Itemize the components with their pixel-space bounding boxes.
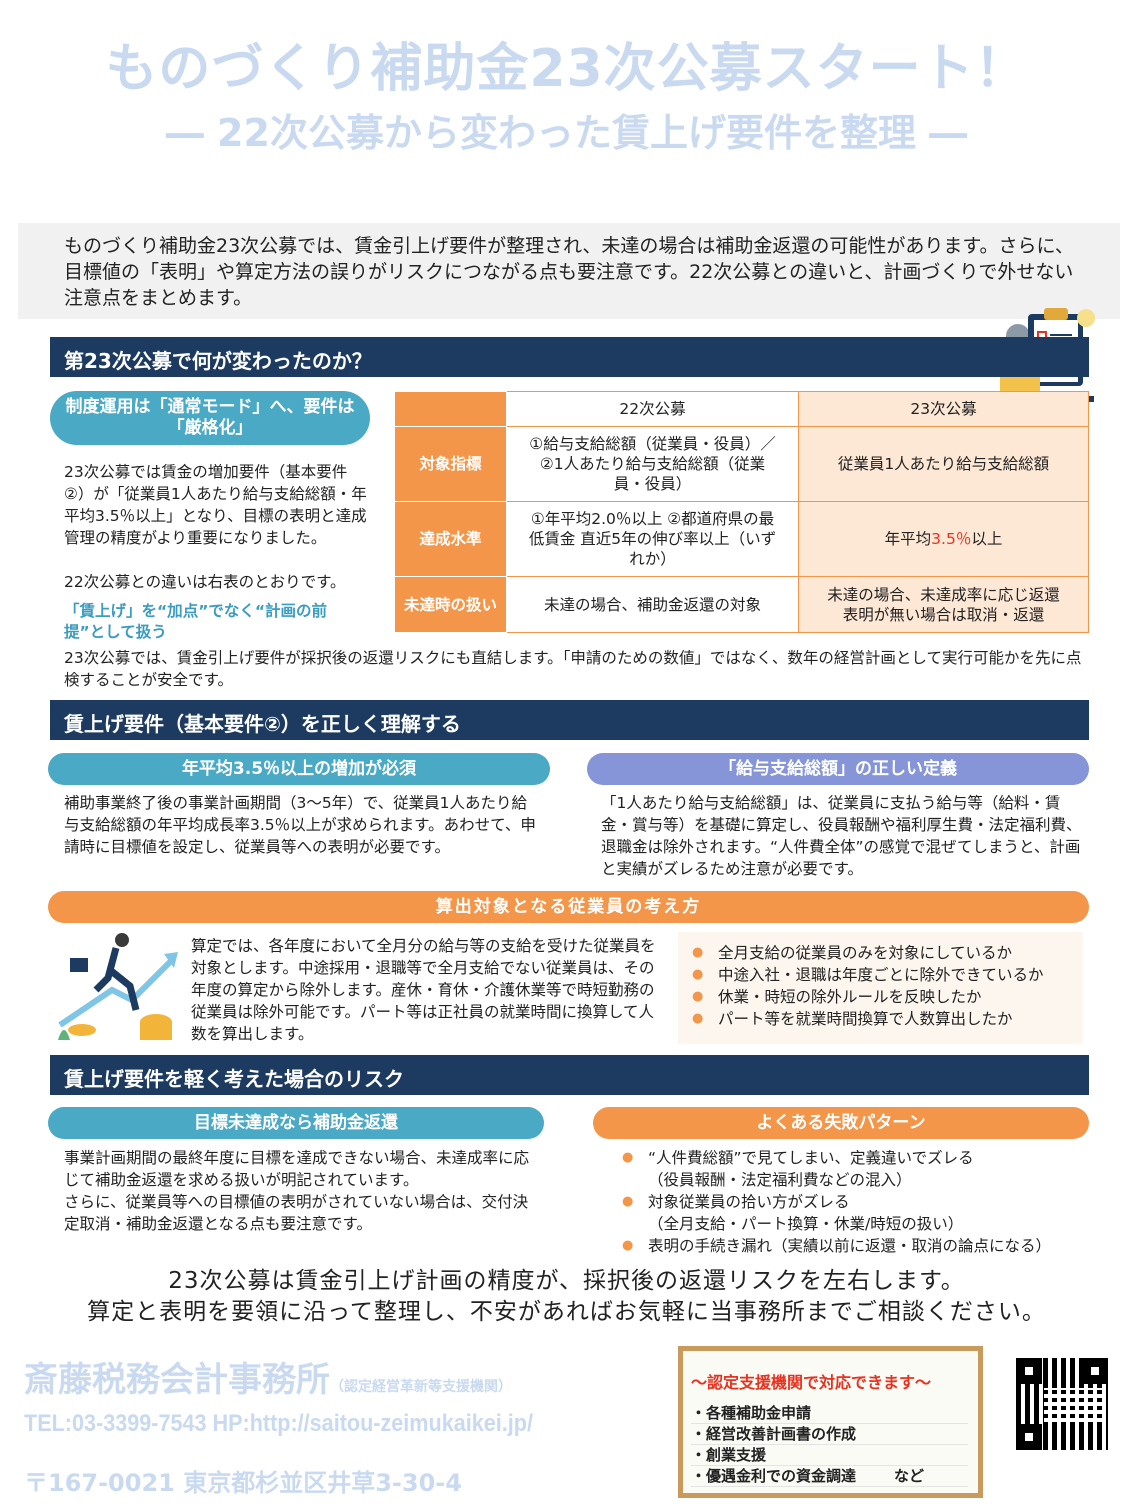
- list-item-sub: （役員報酬・法定福利費などの混入）: [648, 1171, 912, 1189]
- failure-list: “人件費総額”で見てしまい、定義違いでズレる （役員報酬・法定福利費などの混入）…: [622, 1147, 1082, 1257]
- employees-body: 算定では、各年度において全月分の給与等の支給を受けた従業員を対象とします。中途採…: [191, 937, 656, 1043]
- section-heading-wage: 賃上げ要件（基本要件②）を正しく理解する: [50, 700, 1089, 740]
- page-subtitle: ― 22次公募から変わった賃上げ要件を整理 ―: [165, 111, 968, 155]
- section-heading-risk: 賃上げ要件を軽く考えた場合のリスク: [50, 1055, 1089, 1095]
- col-23: 23次公募: [798, 391, 1089, 427]
- section1-body: 23次公募では賃金の増加要件（基本要件②）が「従業員1人あたり給与支給総額・年平…: [64, 463, 367, 547]
- refund-body2: さらに、従業員等への目標値の表明がされていない場合は、交付決定取消・補助金返還と…: [64, 1193, 529, 1233]
- note-item: ・創業支援: [691, 1445, 968, 1466]
- note-item: ・優遇金利での資金調達など: [691, 1466, 968, 1487]
- pill-failures: よくある失敗パターン: [593, 1107, 1089, 1139]
- support-note: ～認定支援機関で対応できます～ ・各種補助金申請 ・経営改善計画書の作成 ・創業…: [678, 1346, 983, 1498]
- section1-highlight: 「賃上げ」を“加点”でなく“計画の前提”として扱う: [64, 602, 328, 641]
- note-heading: ～認定支援機関で対応できます～: [691, 1373, 932, 1392]
- note-item: ・各種補助金申請: [691, 1403, 968, 1424]
- list-item: 中途入社・退職は年度ごとに除外できているか: [692, 964, 1083, 986]
- employee-checklist: 全月支給の従業員のみを対象にしているか 中途入社・退職は年度ごとに除外できている…: [678, 932, 1083, 1044]
- pill-definition: 「給与支給総額」の正しい定義: [587, 753, 1089, 785]
- pill-growth: 年平均3.5％以上の増加が必須: [48, 753, 550, 785]
- qr-code-icon[interactable]: [1016, 1358, 1108, 1450]
- note-item: ・経営改善計画書の作成: [691, 1424, 968, 1445]
- pill-refund: 目標未達成なら補助金返還: [48, 1107, 544, 1139]
- col-22: 22次公募: [506, 391, 799, 427]
- office-address: 〒167-0021 東京都杉並区井草3-30-4: [24, 1469, 462, 1497]
- section1-footer: 23次公募では、賃金引上げ要件が採択後の返還リスクにも直結します。「申請のための…: [64, 649, 1082, 689]
- closing-message: 23次公募は賃金引上げ計画の精度が、採択後の返還リスクを左右します。 算定と表明…: [87, 1268, 1046, 1325]
- intro-text: ものづくり補助金23次公募では、賃金引上げ要件が整理され、未達の場合は補助金返還…: [18, 223, 1120, 319]
- list-item: 対象従業員の拾い方がズレる: [622, 1191, 1082, 1213]
- list-item-sub: （全月支給・パート換算・休業/時短の扱い）: [648, 1215, 964, 1233]
- refund-body: 事業計画期間の最終年度に目標を達成できない場合、未達成率に応じて補助金返還を求め…: [64, 1149, 530, 1189]
- businessman-growth-icon: [52, 930, 182, 1045]
- page-title: ものづくり補助金23次公募スタート！: [105, 39, 1028, 99]
- list-item: 表明の手続き漏れ（実績以前に返還・取消の論点になる）: [622, 1235, 1082, 1257]
- section-heading-changes: 第23次公募で何が変わったのか？: [50, 337, 1089, 377]
- growth-body: 補助事業終了後の事業計画期間（3～5年）で、従業員1人あたり給与支給総額の年平均…: [64, 794, 536, 856]
- list-item: 休業・時短の除外ルールを反映したか: [692, 986, 1083, 1008]
- office-contact[interactable]: TEL:03-3399-7543 HP:http://saitou-zeimuk…: [24, 1410, 533, 1437]
- list-item: 全月支給の従業員のみを対象にしているか: [692, 942, 1083, 964]
- definition-body: 「1人あたり給与支給総額」は、従業員に支払う給与等（給料・賃金・賞与等）を基礎に…: [601, 794, 1082, 878]
- section1-body2: 22次公募との違いは右表のとおりです。: [64, 573, 346, 591]
- office-name: 斎藤税務会計事務所（認定経営革新等支援機関）: [24, 1360, 512, 1400]
- list-item: “人件費総額”で見てしまい、定義違いでズレる: [622, 1147, 1082, 1169]
- pill-employees: 算出対象となる従業員の考え方: [48, 891, 1089, 923]
- table-row: 未達時の扱い未達の場合、補助金返還の対象未達の場合、未達成率に応じ返還 表明が無…: [394, 576, 1089, 633]
- pill-strict: 制度運用は「通常モード」へ、要件は「厳格化」: [50, 391, 370, 445]
- list-item: パート等を就業時間換算で人数算出したか: [692, 1008, 1083, 1030]
- table-corner: [394, 391, 507, 427]
